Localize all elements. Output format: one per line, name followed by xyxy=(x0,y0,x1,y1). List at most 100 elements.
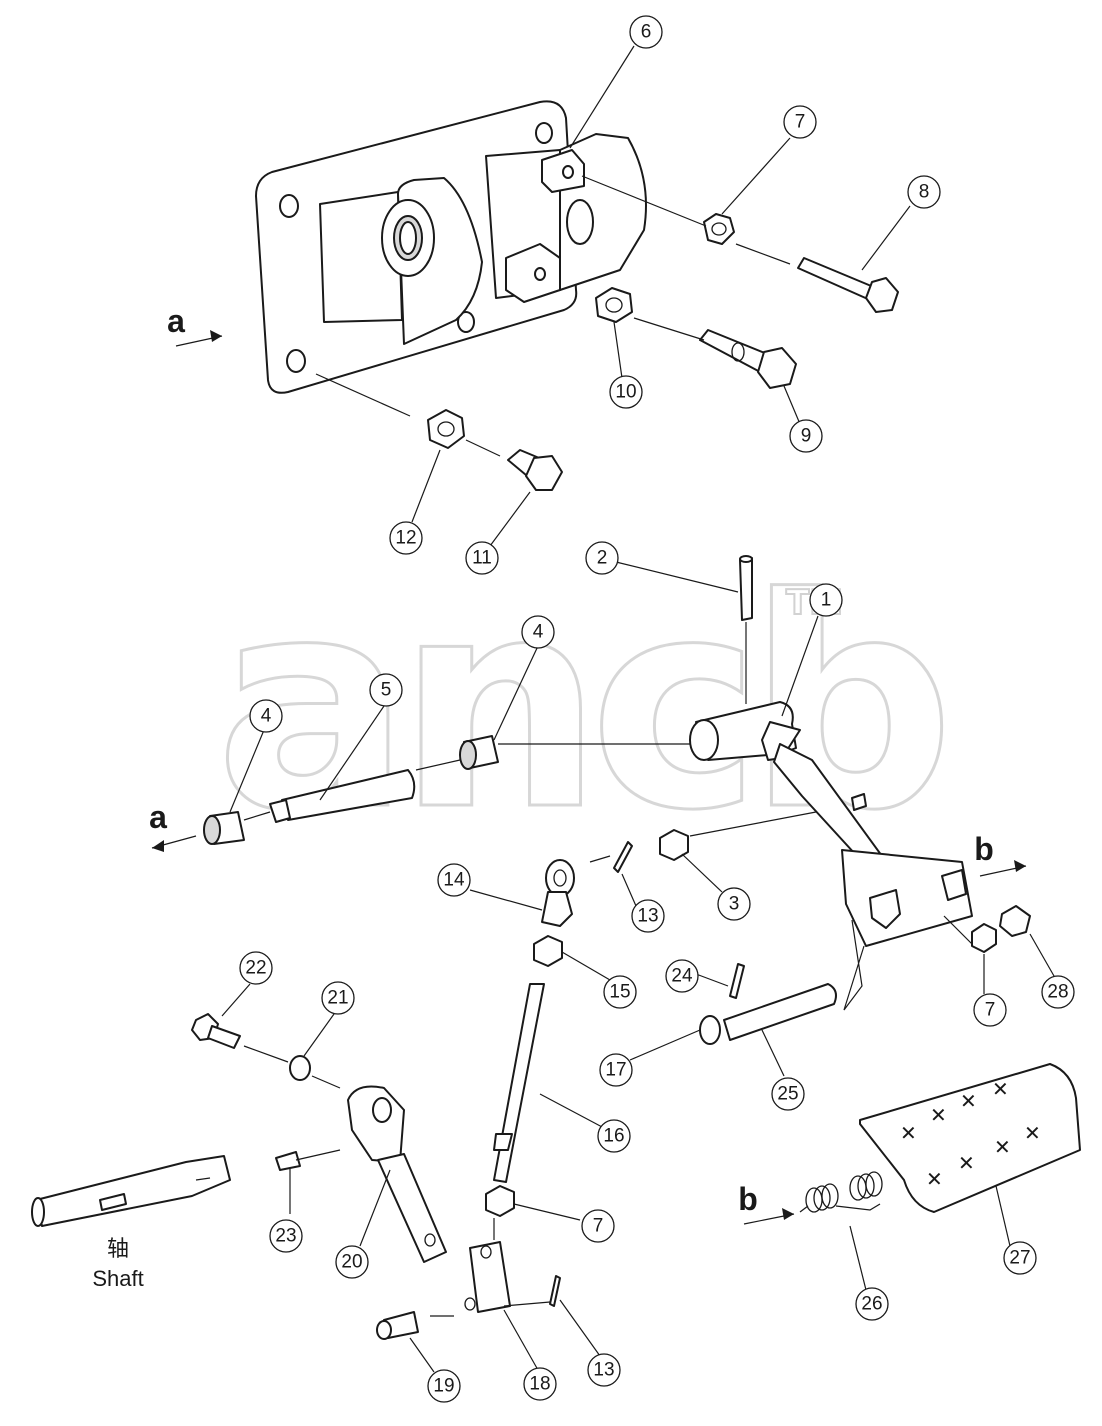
bolt-8 xyxy=(797,257,899,313)
svg-text:13: 13 xyxy=(637,906,658,927)
svg-text:11: 11 xyxy=(472,548,492,569)
needle-bearing-4-right xyxy=(459,735,499,770)
view-letter-a-left: a xyxy=(149,799,167,835)
svg-text:4: 4 xyxy=(533,622,544,643)
washer-12 xyxy=(427,409,465,449)
svg-text:4: 4 xyxy=(261,706,272,727)
svg-text:2: 2 xyxy=(597,548,608,569)
callouts: 6 7 8 10 9 12 11 2 1 4 5 4 14 13 3 7 28 … xyxy=(239,15,1075,1403)
arm-20 xyxy=(347,1085,447,1263)
callout-24: 24 xyxy=(665,959,699,993)
bolt-11 xyxy=(507,449,563,491)
callout-17: 17 xyxy=(599,1053,633,1087)
svg-text:23: 23 xyxy=(275,1226,296,1247)
svg-text:21: 21 xyxy=(327,988,348,1009)
svg-text:18: 18 xyxy=(529,1374,550,1395)
svg-text:7: 7 xyxy=(985,1000,996,1021)
svg-text:5: 5 xyxy=(381,680,392,701)
cotter-pin-13-top xyxy=(613,841,633,873)
callout-4-right: 4 xyxy=(521,615,555,649)
hex-nut-7-top xyxy=(703,213,735,245)
svg-text:16: 16 xyxy=(603,1126,624,1147)
svg-text:13: 13 xyxy=(593,1360,614,1381)
callout-15: 15 xyxy=(603,975,637,1009)
callout-25: 25 xyxy=(771,1077,805,1111)
callout-12: 12 xyxy=(389,521,423,555)
cap-28 xyxy=(999,905,1031,937)
svg-text:✕: ✕ xyxy=(992,1077,1009,1101)
washer-17 xyxy=(699,1015,721,1045)
pin-2 xyxy=(739,555,753,621)
svg-text:8: 8 xyxy=(919,182,930,203)
mounting-plate-assembly xyxy=(255,100,647,394)
callout-7-top: 7 xyxy=(783,105,817,139)
svg-text:12: 12 xyxy=(395,528,416,549)
callout-5: 5 xyxy=(369,673,403,707)
svg-text:✕: ✕ xyxy=(1024,1121,1041,1145)
key-23 xyxy=(275,1151,301,1171)
callout-9: 9 xyxy=(789,419,823,453)
rod-end-14 xyxy=(541,859,575,927)
svg-text:✕: ✕ xyxy=(930,1103,947,1127)
svg-text:20: 20 xyxy=(341,1252,362,1273)
hex-nut-10 xyxy=(595,287,633,323)
input-shaft xyxy=(31,1155,231,1227)
svg-text:14: 14 xyxy=(443,870,465,891)
nut-15 xyxy=(533,935,563,967)
callout-10: 10 xyxy=(609,375,643,409)
nut-7-right xyxy=(971,923,997,953)
leader-lines xyxy=(195,45,1055,1373)
svg-text:3: 3 xyxy=(729,894,740,915)
svg-text:25: 25 xyxy=(777,1084,798,1105)
callout-3: 3 xyxy=(717,887,751,921)
svg-text:28: 28 xyxy=(1047,982,1068,1003)
callout-13-top: 13 xyxy=(631,899,665,933)
callout-19: 19 xyxy=(427,1369,461,1403)
bolt-9 xyxy=(699,329,797,389)
view-letter-b-right: b xyxy=(974,831,994,867)
pedal-pad-27: ✕ ✕ ✕ ✕ ✕ ✕ ✕ ✕ xyxy=(859,1063,1081,1213)
callout-7-right: 7 xyxy=(973,993,1007,1027)
view-letter-b-pedal: b xyxy=(738,1181,758,1217)
needle-bearing-4-left xyxy=(203,811,245,845)
callout-27: 27 xyxy=(1003,1241,1037,1275)
callout-13-bottom: 13 xyxy=(587,1353,621,1387)
view-letters: a a b b xyxy=(149,303,994,1217)
callout-20: 20 xyxy=(335,1245,369,1279)
callout-16: 16 xyxy=(597,1119,631,1153)
callout-18: 18 xyxy=(523,1367,557,1401)
callout-14: 14 xyxy=(437,863,471,897)
svg-text:26: 26 xyxy=(861,1294,882,1315)
view-arrows xyxy=(151,330,1027,1225)
cotter-pin-13-bottom xyxy=(549,1275,561,1307)
nut-7-mid xyxy=(485,1185,515,1217)
callout-11: 11 xyxy=(465,541,499,575)
svg-text:✕: ✕ xyxy=(960,1089,977,1113)
svg-text:✕: ✕ xyxy=(994,1135,1011,1159)
callout-28: 28 xyxy=(1041,975,1075,1009)
svg-text:✕: ✕ xyxy=(926,1167,943,1191)
callout-26: 26 xyxy=(855,1287,889,1321)
callout-4-left: 4 xyxy=(249,699,283,733)
callout-1: 1 xyxy=(809,583,843,617)
shaft-label-chinese: 轴 xyxy=(107,1237,129,1262)
svg-text:17: 17 xyxy=(605,1060,626,1081)
callout-2: 2 xyxy=(585,541,619,575)
clevis-pin-19 xyxy=(376,1311,419,1340)
callout-21: 21 xyxy=(321,981,355,1015)
clevis-18 xyxy=(464,1241,511,1313)
lever-1 xyxy=(689,701,973,947)
callout-7-mid: 7 xyxy=(581,1209,615,1243)
svg-text:6: 6 xyxy=(641,22,652,43)
svg-text:15: 15 xyxy=(609,982,630,1003)
pin-25 xyxy=(723,983,837,1041)
shaft-label: 轴 Shaft xyxy=(92,1237,143,1291)
svg-text:7: 7 xyxy=(593,1216,604,1237)
tie-rod-16 xyxy=(493,983,545,1183)
svg-text:9: 9 xyxy=(801,426,812,447)
svg-text:10: 10 xyxy=(615,382,636,403)
svg-text:27: 27 xyxy=(1009,1248,1030,1269)
spring-26 xyxy=(799,1171,883,1213)
shaft-label-english: Shaft xyxy=(92,1266,143,1291)
